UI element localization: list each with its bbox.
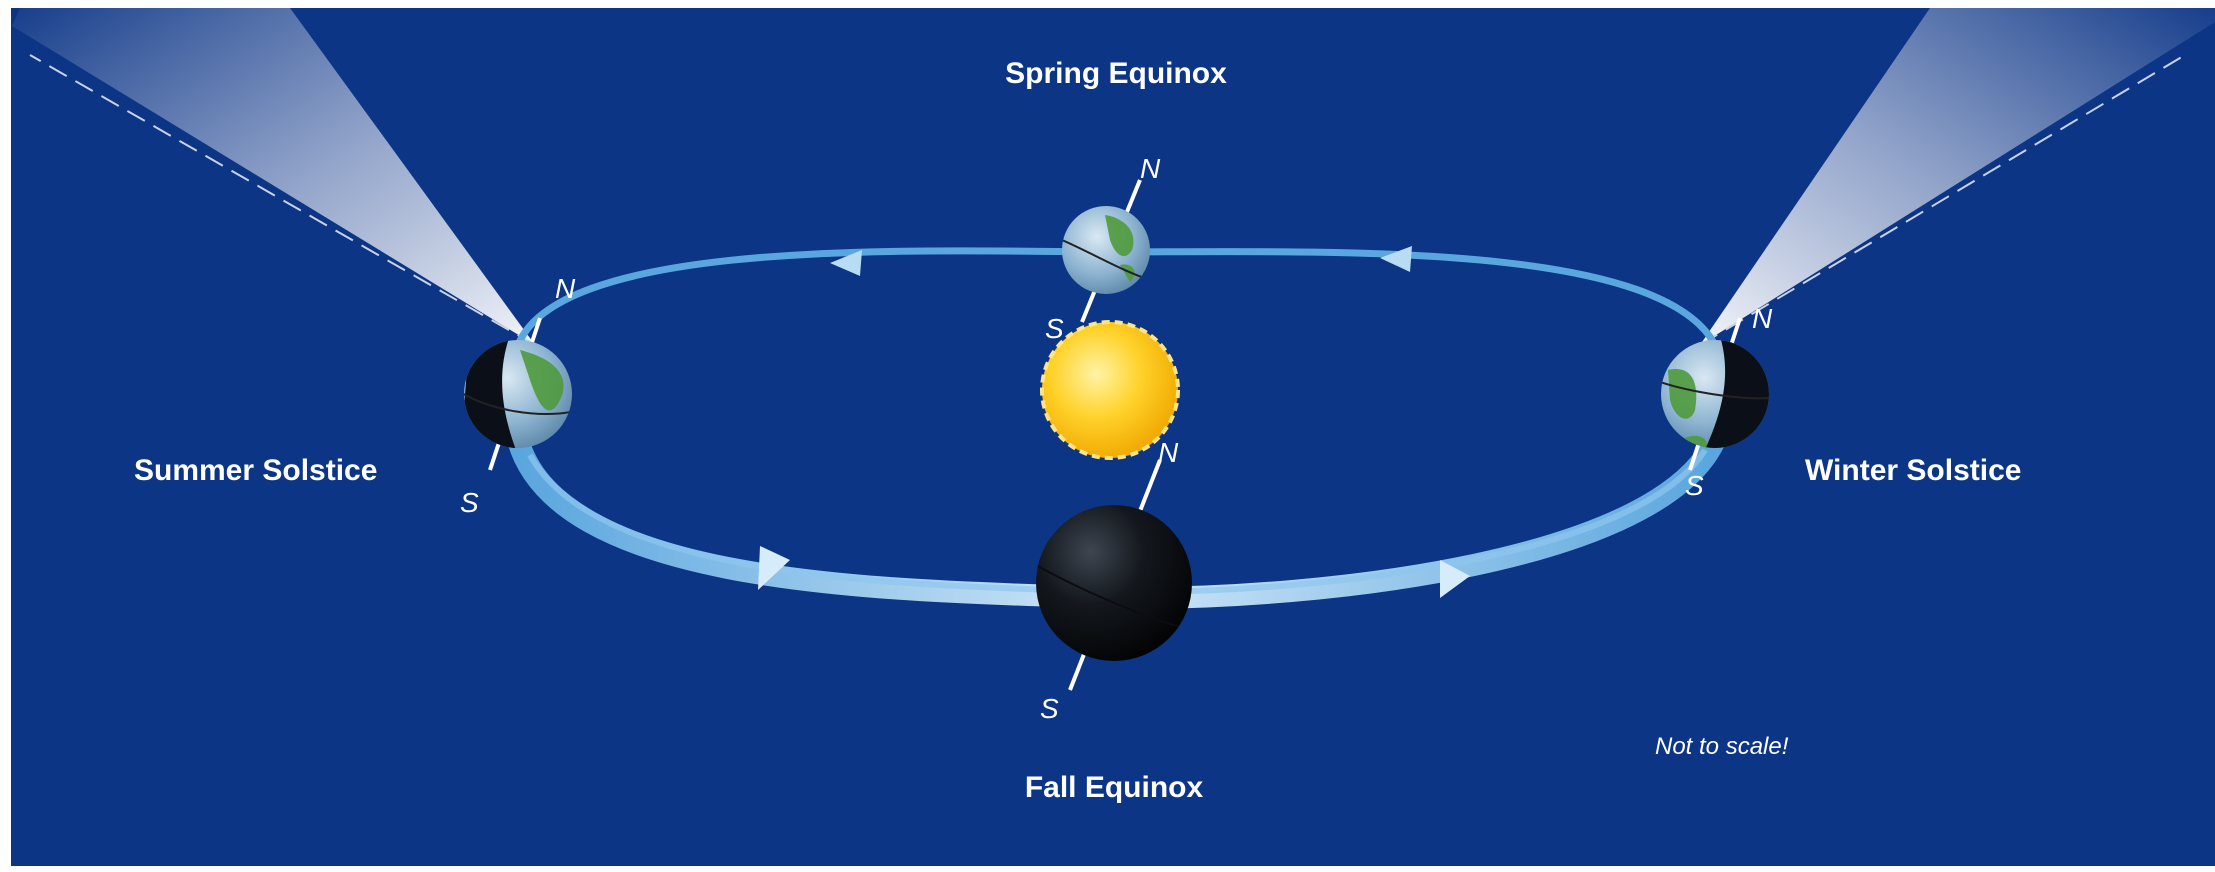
- earth-spring-equinox: [1062, 179, 1150, 323]
- sunlight-cone-left: [12, 8, 535, 345]
- pole-n-fall: N: [1158, 437, 1179, 468]
- label-fall-equinox: Fall Equinox: [1025, 771, 1204, 804]
- orbit-arrow-front-right: [1440, 560, 1470, 598]
- label-winter-solstice: Winter Solstice: [1805, 454, 2021, 487]
- pole-n-summer: N: [555, 273, 576, 304]
- orbit-arrow-back-right: [1380, 246, 1412, 272]
- orbit-arrow-front-left: [758, 546, 790, 590]
- pole-s-summer: S: [460, 487, 479, 518]
- pole-n-winter: N: [1752, 303, 1773, 334]
- sunlight-cone-right: [1700, 8, 2215, 345]
- sunlight-ray-left: [29, 54, 536, 346]
- label-summer-solstice: Summer Solstice: [134, 454, 377, 487]
- orbit-arrow-back-left: [830, 250, 862, 276]
- sun: [1040, 320, 1180, 460]
- label-spring-equinox: Spring Equinox: [1005, 57, 1227, 90]
- pole-s-winter: S: [1685, 470, 1704, 501]
- pole-s-fall: S: [1040, 693, 1059, 724]
- pole-s-spring: S: [1045, 313, 1064, 344]
- earth-fall-equinox: [1036, 459, 1192, 691]
- sunlight-ray-right: [1699, 54, 2186, 346]
- pole-n-spring: N: [1140, 153, 1161, 184]
- label-not-to-scale: Not to scale!: [1655, 733, 1789, 760]
